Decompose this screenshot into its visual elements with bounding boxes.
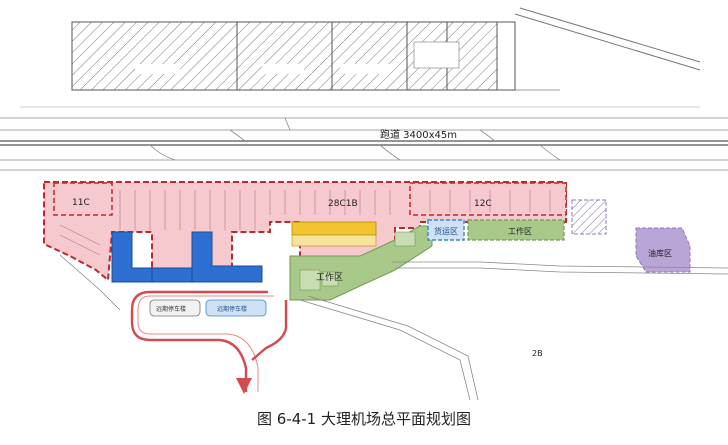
north-land-parcels [71,21,516,91]
terminal-buildings [111,231,263,283]
landside-loop-road [130,290,288,394]
cargo-area-label: 货运区 [434,226,458,236]
cargo-area [427,219,465,241]
reserve-block [571,199,607,235]
zone-28c1b-label: 28C1B [328,199,358,209]
figure-caption: 图 6-4-1 大理机场总平面规划图 [257,410,471,428]
landside-roads [59,254,728,400]
work-area-main [289,225,433,301]
airport-master-plan: 跑道 3400x45m 11C 28C1B 12C [0,7,728,400]
work-area-main-label: 工作区 [316,271,343,283]
parking-garages [149,299,267,317]
parking-garage-1-label: 远期停车楼 [156,305,186,313]
runway-label: 跑道 3400x45m [380,128,457,141]
fuel-area [635,227,691,273]
cargo-apron-strip [291,221,377,236]
north-access-road [514,7,701,91]
zone-12c-label: 12C [474,199,492,209]
fuel-area-label: 油库区 [648,248,672,258]
work-area-east [467,219,565,241]
terminal-forecourt [291,234,377,247]
runway-system [0,106,728,171]
zone-11c-label: 11C [72,198,90,208]
north-area-label: 2B [532,349,543,358]
parking-garage-2-label: 远期停车楼 [217,305,247,313]
work-area-east-label: 工作区 [508,226,532,236]
